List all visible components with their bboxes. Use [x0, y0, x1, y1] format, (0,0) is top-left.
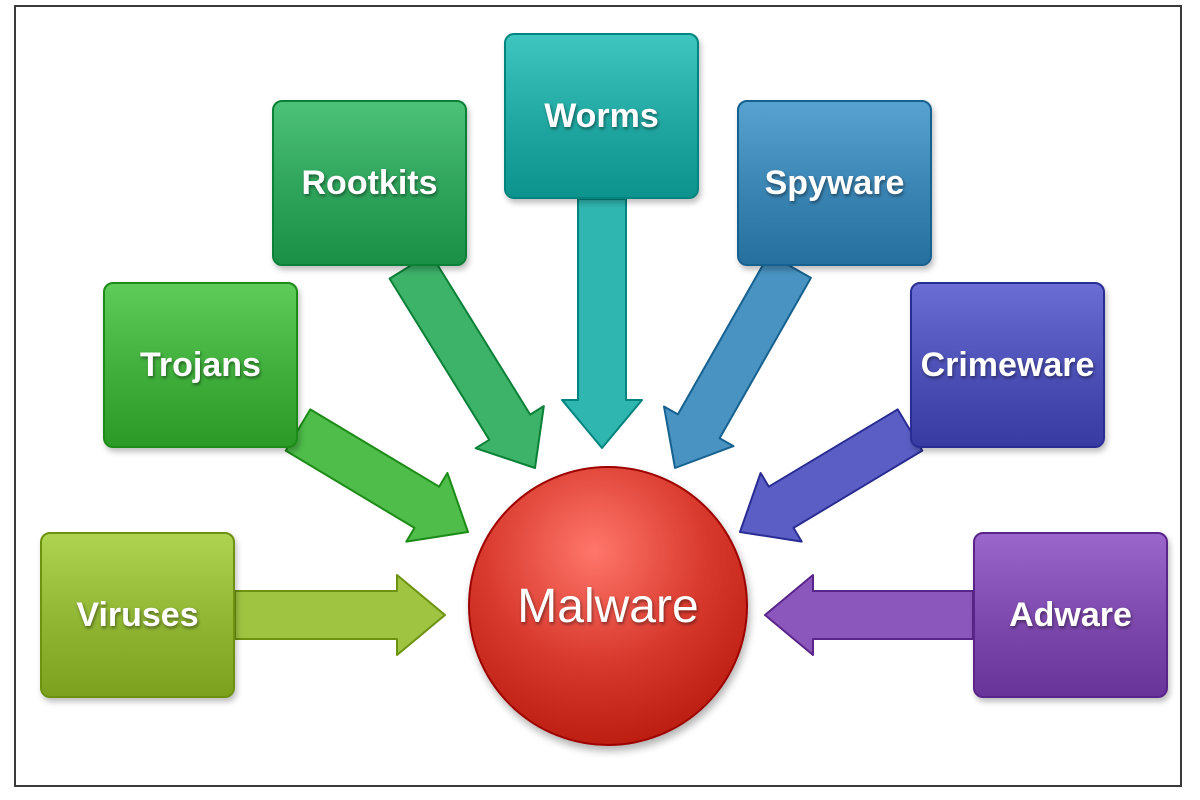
node-spyware: Spyware	[737, 100, 932, 266]
center-node-malware: Malware	[468, 466, 748, 746]
arrow-crimeware-to-malware	[739, 408, 924, 543]
arrow-viruses-to-malware	[234, 574, 446, 656]
node-label: Worms	[544, 96, 659, 135]
node-label: Adware	[1009, 595, 1132, 634]
arrow-worms-to-malware	[561, 198, 643, 449]
arrow-adware-to-malware	[764, 574, 974, 656]
node-rootkits: Rootkits	[272, 100, 467, 266]
node-trojans: Trojans	[103, 282, 298, 448]
arrow-trojans-to-malware	[284, 408, 469, 543]
arrow-spyware-to-malware	[663, 253, 812, 469]
node-viruses: Viruses	[40, 532, 235, 698]
node-label: Spyware	[764, 163, 905, 202]
node-label: Viruses	[76, 595, 199, 634]
node-crimeware: Crimeware	[910, 282, 1105, 448]
center-label: Malware	[517, 579, 699, 633]
arrow-rootkits-to-malware	[388, 252, 545, 469]
node-worms: Worms	[504, 33, 699, 199]
node-label: Rootkits	[301, 163, 438, 202]
node-adware: Adware	[973, 532, 1168, 698]
node-label: Crimeware	[920, 345, 1095, 384]
node-label: Trojans	[140, 345, 261, 384]
